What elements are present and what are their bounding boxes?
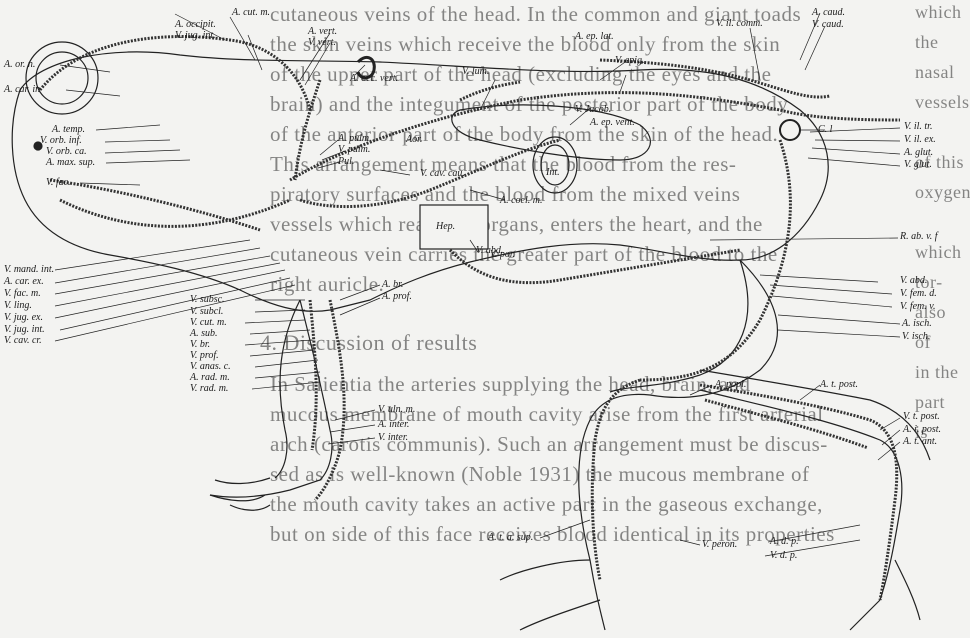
label-v-pulm: V. pulm. [338, 145, 370, 155]
cloaca-circle [780, 120, 800, 140]
label-v-t-post: V. t. post. [903, 412, 940, 422]
label-a-t-post: A. t. post. [820, 380, 858, 390]
label-v-inter: V. inter. [378, 433, 408, 443]
label-a-isch: A. isch. [902, 319, 932, 329]
label-a-rad-m: A. rad. m. [190, 373, 230, 383]
label-a-ep-vent: A. ep. vent. [590, 118, 635, 128]
label-a-t-a-sup: A. t. a. sup. [488, 533, 533, 543]
label-v-jug-int: V. jug. int. [4, 325, 45, 335]
label-a-t-ant: A. t. ant. [903, 437, 937, 447]
vessel-lumbar [460, 82, 520, 100]
label-v-anas-c: V. anas. c. [190, 362, 231, 372]
label-v-mand-int: V. mand. int. [4, 265, 54, 275]
jacob-vessel [452, 105, 651, 160]
label-v-prof: V. prof. [190, 351, 219, 361]
label-a-br: A. br. [382, 280, 403, 290]
foreleg-outline [210, 300, 332, 497]
label-v-caud: V. caud. [812, 20, 844, 30]
label-a-vert: A. vert. [308, 27, 337, 37]
label-v-fac-m: V. fac. m. [4, 289, 41, 299]
label-v-isch: V. isch. [902, 332, 930, 342]
label-a-cut-m: A. cut. m. [232, 8, 270, 18]
label-a-occipit: A. occipit. [175, 20, 216, 30]
label-hep: Hep. [436, 222, 455, 232]
label-pul: Pul. [338, 157, 354, 167]
label-a-popl: A. popl. [715, 380, 746, 390]
label-a-temp: A. temp. [52, 125, 85, 135]
label-v-fem-v: V. fem. v. [900, 302, 935, 312]
label-v-abd-right: V. abd. [900, 276, 927, 286]
label-aor: Aor. [406, 135, 422, 145]
label-v-subsc: V. subsc. [190, 295, 225, 305]
label-v-glut: V. glut. [904, 160, 932, 170]
label-a-ep-lat: A. ep. lat. [575, 32, 614, 42]
label-v-br: V. br. [190, 340, 210, 350]
vessel-facial [50, 180, 260, 230]
label-a-pulm: A. pulm. [338, 134, 372, 144]
label-a-car-ex: A. car. ex. [4, 277, 44, 287]
label-v-vert: V. vert. [308, 38, 336, 48]
label-v-ling: V. ling. [4, 301, 32, 311]
label-v-d-p: V. d. p. [770, 551, 797, 561]
label-a-or-n: A. or. n. [4, 60, 35, 70]
label-a-i-post: A. i. post. [903, 425, 941, 435]
label-a-inter: A. inter. [378, 420, 409, 430]
label-a-d-p: A. d. p. [770, 537, 799, 547]
label-v-fac: V. fac. [46, 178, 71, 188]
label-v-jug-int-top: V. jug. int. [175, 31, 216, 41]
vessel-tibial-post [700, 385, 897, 600]
label-v-orb-ca: V. orb. ca. [46, 147, 87, 157]
label-a-prof: A. prof. [382, 292, 412, 302]
label-v-cav-cr: V. cav. cr. [4, 336, 42, 346]
label-v-cav-cau: V. cav. cau. [420, 169, 465, 179]
label-v-uln-m: V. uln. m. [378, 405, 415, 415]
body-outline [12, 52, 828, 311]
label-v-abd: V. abd. [476, 246, 503, 256]
label-v-jacob: V. Jacob. [575, 105, 611, 115]
label-v-lum: V. lum. [462, 67, 489, 77]
label-v-il-comm: V. il. comm. [716, 19, 763, 29]
label-a-coel-m: A. coel. m. [500, 196, 543, 206]
label-a-glut: A. glut. [904, 148, 933, 158]
label-v-jug-ex: V. jug. ex. [4, 313, 43, 323]
label-a-car-in: A. car. in [4, 85, 40, 95]
label-int: Int. [546, 168, 560, 178]
label-v-fem-d: V. fem. d. [900, 289, 937, 299]
label-c-l: C. l [818, 125, 832, 135]
label-a-max-sup: A. max. sup. [46, 158, 95, 168]
label-a-sub: A. sub. [190, 329, 218, 339]
vessel-foreleg-v [310, 300, 316, 450]
label-v-rad-m: V. rad. m. [190, 384, 228, 394]
eye-outline [26, 42, 98, 114]
hindleg-outline [579, 260, 778, 630]
label-v-subcl: V. subcl. [190, 307, 223, 317]
label-v-il-tr: V. il. tr. [904, 122, 932, 132]
vessel-vertebral [295, 80, 320, 180]
label-a-occ-vert: A. occ. vert. [350, 74, 398, 84]
label-r-ab-v-f: R. ab. v. f [900, 232, 938, 242]
vessel-foreleg-a [315, 300, 344, 500]
label-v-peron: V. peron. [702, 540, 737, 550]
label-a-caud: A. caud. [812, 8, 845, 18]
label-v-orb-inf: V. orb. inf. [40, 136, 82, 146]
label-v-cut-m: V. cut. m. [190, 318, 227, 328]
vessel-popliteal [592, 380, 640, 580]
label-v-il-ex: V. il. ex. [904, 135, 936, 145]
vessel-tibial-ant [705, 400, 868, 448]
label-v-epig: V. epig. [615, 56, 645, 66]
